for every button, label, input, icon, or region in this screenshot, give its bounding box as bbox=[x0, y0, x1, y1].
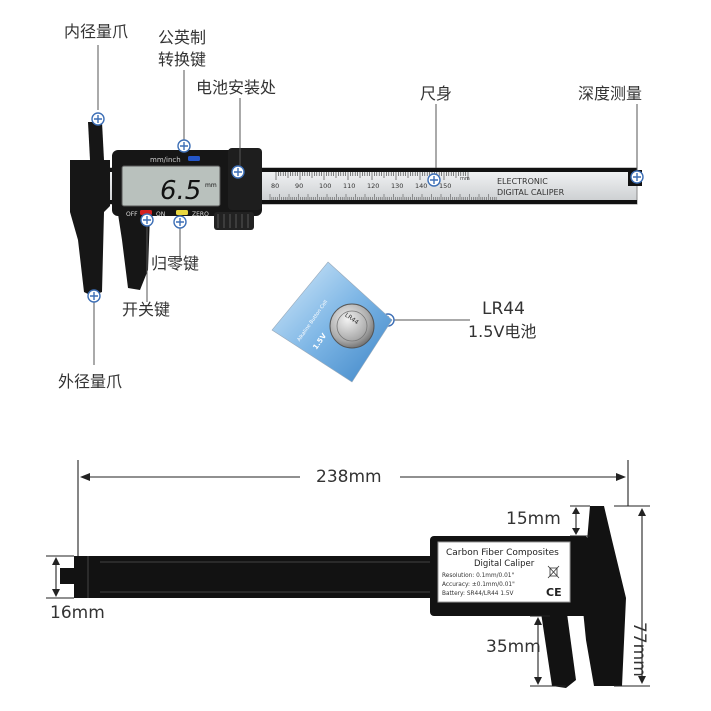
label-outer-jaw: 外径量爪 bbox=[58, 372, 123, 391]
on-label: ON bbox=[156, 211, 165, 218]
spec-subtitle: Digital Caliper bbox=[474, 559, 535, 569]
scale-tick-label: 90 bbox=[295, 182, 303, 190]
dimension-diagram: Carbon Fiber Composites Digital Caliper … bbox=[46, 460, 650, 688]
dim-total-height: 77mm bbox=[629, 622, 649, 677]
unit-button-label: mm/inch bbox=[150, 156, 181, 164]
lcd-screen bbox=[121, 165, 221, 207]
zero-label: ZERO bbox=[192, 211, 209, 218]
label-battery-voltage: 1.5V电池 bbox=[468, 322, 537, 341]
beam-brand-line2: DIGITAL CALIPER bbox=[497, 188, 565, 197]
label-unit-switch-2: 转换键 bbox=[158, 50, 207, 69]
scale-tick-label: 150 bbox=[439, 182, 451, 190]
battery-package: LR44 Alkaline Button Cell 1.5V bbox=[271, 261, 393, 383]
caliper-diagram: 80 90 100 110 120 130 140 150 ELECTRONIC DIGITA… bbox=[70, 45, 644, 383]
scale-tick-label: 100 bbox=[319, 182, 331, 190]
dim-beam-height: 16mm bbox=[50, 603, 105, 623]
label-depth-gauge: 深度测量 bbox=[578, 84, 643, 103]
dim-jaw-length: 35mm bbox=[486, 637, 541, 657]
moving-jaw bbox=[118, 214, 150, 290]
spec-label bbox=[437, 541, 571, 603]
spec-title: Carbon Fiber Composites bbox=[446, 548, 559, 558]
beam-scale: 80 90 100 110 120 130 140 150 bbox=[269, 172, 497, 200]
scale-tick-label: 120 bbox=[367, 182, 379, 190]
scale-tick-label: 130 bbox=[391, 182, 403, 190]
beam-brand-line1: ELECTRONIC bbox=[497, 177, 548, 186]
label-main-beam: 尺身 bbox=[420, 84, 453, 103]
scale-tick-label: 80 bbox=[271, 182, 279, 190]
dim-overall-length: 238mm bbox=[316, 467, 382, 487]
moving-jaw-side bbox=[540, 606, 576, 688]
dimension-lines bbox=[46, 460, 650, 687]
label-unit-switch-1: 公英制 bbox=[158, 28, 207, 47]
fixed-jaw bbox=[70, 122, 110, 296]
callout-lines bbox=[93, 45, 638, 365]
scale-tick-label: 110 bbox=[343, 182, 355, 190]
scale-unit: mm bbox=[460, 176, 470, 182]
battery-cover bbox=[228, 148, 262, 210]
label-battery-compartment: 电池安装处 bbox=[196, 78, 277, 97]
spec-resolution: Resolution: 0.1mm/0.01" bbox=[442, 573, 514, 579]
unit-switch-button[interactable] bbox=[188, 156, 200, 161]
lcd-reading: 6.5 bbox=[160, 176, 201, 206]
callout-markers bbox=[87, 112, 644, 327]
label-power-key: 开关键 bbox=[122, 300, 171, 319]
recycle-bin-icon bbox=[547, 565, 560, 579]
inner-jaw-fixed bbox=[88, 122, 104, 160]
zero-button[interactable] bbox=[176, 210, 188, 215]
label-battery-model: LR44 bbox=[482, 299, 525, 319]
lcd-unit: mm bbox=[205, 182, 217, 189]
callout-marker-crosses bbox=[90, 115, 641, 324]
button-cell bbox=[329, 303, 375, 349]
off-label: OFF bbox=[126, 211, 138, 218]
label-inner-jaw: 内径量爪 bbox=[64, 22, 129, 41]
spec-battery: Battery: SR44/LR44 1.5V bbox=[442, 591, 514, 597]
spec-accuracy: Accuracy: ±0.1mm/0.01" bbox=[442, 582, 515, 588]
ce-mark: CE bbox=[546, 586, 562, 599]
scale-tick-label: 140 bbox=[415, 182, 427, 190]
dim-jaw-tip: 15mm bbox=[506, 509, 561, 529]
label-zero-key: 归零键 bbox=[151, 254, 200, 273]
